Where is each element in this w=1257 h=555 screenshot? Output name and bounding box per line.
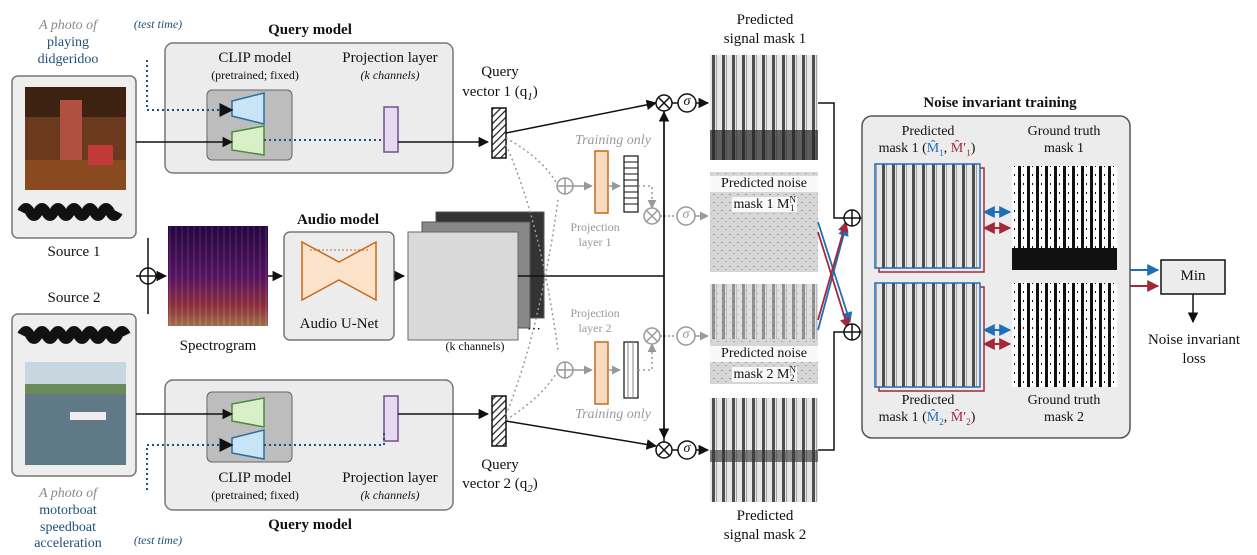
spectrogram-label: Spectrogram [179,338,257,354]
nit-pred-mask-1 [874,163,981,269]
projection-layer-2-line2: layer 2 [578,321,612,335]
nit-pred-2-line2: mask 1 (M̂2, M̂′2) [878,410,976,427]
test-time-bottom: (test time) [133,533,183,547]
signal-mask-2-line2: signal mask 2 [723,527,807,543]
training-only-bottom: Training only [575,407,651,422]
clip-sub-top: (pretrained; fixed) [211,68,299,82]
text-input-top-line3: didgeridoo [37,52,99,67]
k-channels-label: (k channels) [445,339,505,353]
audio-unet-shape [301,240,377,302]
audio-model-title: Audio model [296,212,380,228]
query-vector-2 [491,395,507,447]
sigma-bottom-label: σ [683,441,691,456]
source2-waveform [17,326,131,344]
feature-map-ellipsis: ⋯ [527,322,541,337]
clip-title-top: CLIP model [218,50,292,66]
text-input-top-line2: playing [47,35,89,50]
proj-title-bottom: Projection layer [342,470,438,486]
noise-mask-1-line1: Predicted noise [702,176,826,193]
sigma-noise-2-label: σ [682,327,690,342]
proj-title-top: Projection layer [342,50,438,66]
projection-layer-2-line1: Projection [570,306,620,320]
gt-mask-1-line2: mask 1 [1043,141,1085,156]
query-model-title-top: Query model [268,22,352,38]
min-label: Min [1180,268,1206,284]
query-model-title-bottom: Query model [268,517,352,533]
proj-sub-bottom: (k channels) [360,488,420,502]
clip-sub-bottom: (pretrained; fixed) [211,488,299,502]
text-input-top-line1: A photo of [38,18,98,33]
training-only-top: Training only [575,133,651,148]
text-input-bottom-line2: motorboat [39,503,97,518]
clip-image-encoder-top [231,125,265,156]
text-input-bottom-line4: acceleration [34,536,102,551]
projection-layer-1 [594,150,609,214]
nit-pred-mask-2 [874,282,981,388]
text-input-bottom-line1: A photo of [38,486,98,501]
proj-sub-top: (k channels) [360,68,420,82]
query-vector-1-line2: vector 1 (q1) [462,84,538,103]
projection-layer-1-line2: layer 1 [578,235,612,249]
test-time-top: (test time) [133,17,183,31]
projection-layer-top [383,106,399,153]
noise-mask-1-line2: mask 1 MN1 [731,194,797,214]
sigma-top-label: σ [683,94,691,109]
query-vector-1 [491,107,507,159]
noise-query-vector-2 [623,341,639,399]
source2-label: Source 2 [47,290,101,306]
query-vector-2-line2: vector 2 (q2) [462,476,538,495]
source1-waveform [17,203,123,221]
signal-mask-1-line2: signal mask 1 [723,31,807,47]
projection-layer-bottom [383,395,399,442]
noise-mask-2-line1: Predicted noise [702,346,826,363]
clip-title-bottom: CLIP model [218,470,292,486]
noise-mask-2-line2: mask 2 MN2 [731,364,797,384]
query-vector-2-line1: Query [481,457,519,473]
source1-label: Source 1 [47,244,101,260]
loss-line2: loss [1182,351,1206,367]
nit-pred-1-line2: mask 1 (M̂1, M̂′1) [878,141,976,158]
min-box [1160,259,1226,295]
loss-line1: Noise invariant [1147,332,1241,348]
nit-title: Noise invariant training [923,95,1077,111]
text-input-bottom-line3: speedboat [40,520,96,535]
gt-mask-2-line1: Ground truth [1027,393,1101,408]
nit-pred-2-line1: Predicted [901,393,955,408]
nit-pred-1-line1: Predicted [901,124,955,139]
clip-image-encoder-bottom [231,397,265,428]
signal-mask-2-line1: Predicted [736,508,794,524]
signal-mask-1-line1: Predicted [736,12,794,28]
ground-truth-mask-2 [1012,283,1117,387]
gt-mask-1-line1: Ground truth [1027,124,1101,139]
query-vector-1-line1: Query [481,64,519,80]
feature-map-front [407,231,519,341]
projection-layer-2 [594,341,609,405]
sigma-noise-1-label: σ [682,207,690,222]
projection-layer-1-line1: Projection [570,220,620,234]
gt-mask-2-line2: mask 2 [1043,410,1085,425]
audio-unet-label: Audio U-Net [299,316,379,332]
